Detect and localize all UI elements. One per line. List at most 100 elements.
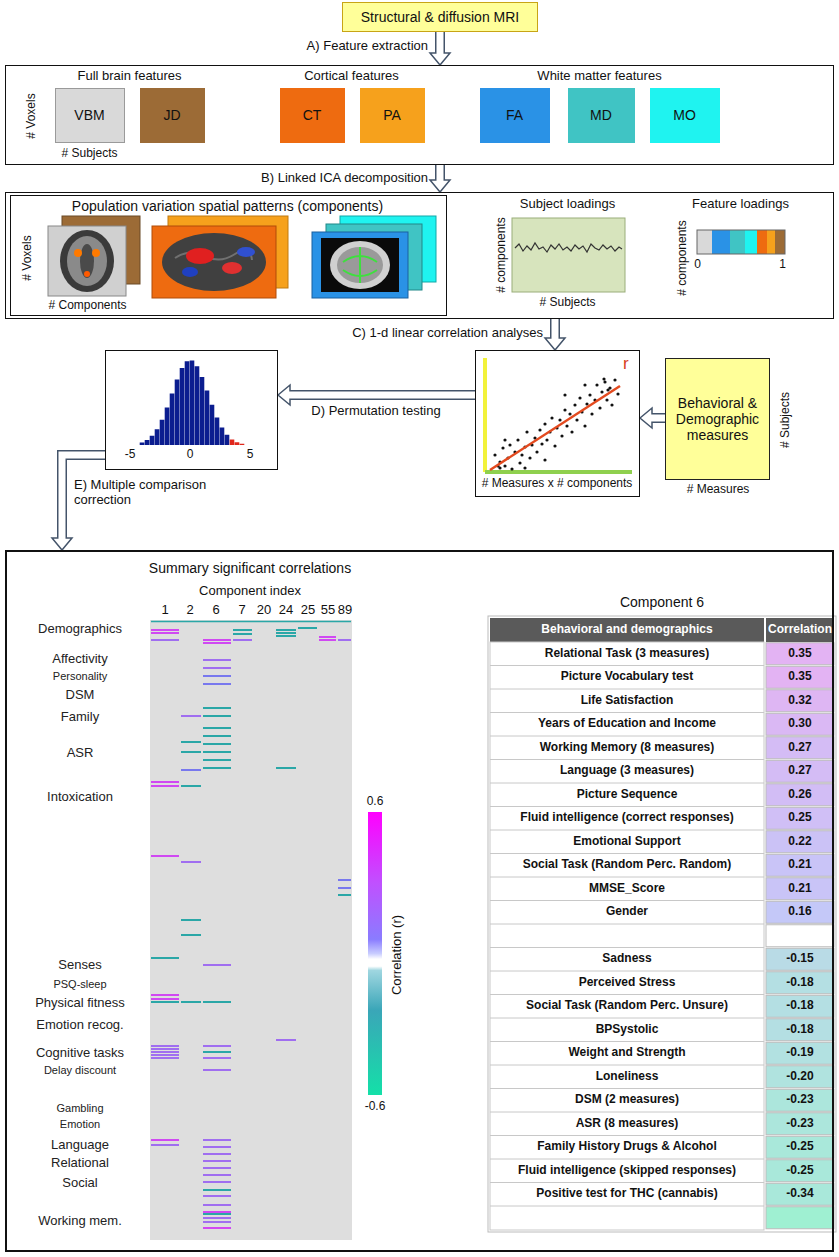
white-matter-map-stack	[330, 241, 390, 289]
correlation-table	[766, 1183, 834, 1205]
block-arrow	[430, 32, 450, 65]
cortical-map-stack	[182, 267, 198, 277]
table-value: 0.26	[788, 788, 811, 802]
correlation-table	[766, 666, 834, 688]
correlation-table	[766, 854, 834, 876]
edge-label: E) Multiple comparison correction	[74, 478, 244, 508]
table-cell: Weight and Strength	[568, 1046, 685, 1060]
feature-loading-bar	[745, 230, 757, 254]
feature-block: VBM	[55, 88, 125, 143]
edge-label: B) Linked ICA decomposition	[261, 171, 428, 186]
table-value: 0.30	[788, 717, 811, 731]
axis-label: # Subjects	[779, 392, 793, 448]
correlation-table	[766, 807, 834, 829]
axis-label: # Subjects	[539, 296, 595, 310]
correlation-table	[488, 616, 836, 1232]
measures-box: Behavioral & Demographic measures# Subje…	[665, 358, 770, 480]
correlation-table	[766, 901, 834, 923]
table-cell: DSM (2 measures)	[575, 1093, 679, 1107]
feature-block: MD	[568, 88, 635, 143]
table-cell: ASR (8 measures)	[576, 1117, 679, 1131]
block-arrow	[545, 319, 565, 350]
white-matter-map-stack	[321, 238, 399, 292]
column-index: 7	[238, 603, 245, 618]
row-label: Physical fitness	[35, 996, 125, 1011]
scatter-plot	[483, 358, 487, 472]
correlation-table	[766, 784, 834, 806]
panel-heading: Summary significant correlations	[149, 560, 351, 576]
feature-loading-bar	[757, 230, 767, 254]
row-label: Intoxication	[47, 790, 113, 805]
volume-map-stack	[80, 244, 94, 278]
table-cell: Social Task (Random Perc. Unsure)	[526, 999, 728, 1013]
scatter-plot	[490, 386, 620, 470]
feature-label: JD	[163, 107, 180, 123]
row-label: Cognitive tasks	[36, 1046, 124, 1061]
correlation-table	[766, 1066, 834, 1088]
table-cell: Years of Education and Income	[538, 717, 716, 731]
correlation-table	[766, 1089, 834, 1111]
correlation-table	[766, 643, 834, 1229]
table-value: -0.23	[786, 1093, 813, 1107]
tick-label: 1	[779, 258, 786, 272]
correlation-table	[488, 616, 836, 1232]
column-index: 20	[257, 603, 271, 618]
axis-label: # Voxels	[25, 93, 39, 138]
table-cell: Social Task (Random Perc. Random)	[523, 858, 732, 872]
axis-label: # Subjects	[61, 147, 117, 161]
correlation-table	[766, 1160, 834, 1182]
correlation-table	[766, 972, 834, 994]
column-index: 2	[186, 603, 193, 618]
table-value: -0.18	[786, 976, 813, 990]
table-cell: Emotional Support	[573, 835, 680, 849]
table-header: Behavioral and demographics	[541, 623, 712, 637]
table-cell: Gender	[606, 905, 648, 919]
feature-loading-bar	[712, 230, 730, 254]
correlation-table	[766, 831, 834, 853]
table-cell: Life Satisfaction	[581, 694, 674, 708]
column-index: 89	[338, 603, 352, 618]
table-cell: Loneliness	[596, 1070, 659, 1084]
row-label: Emotion recog.	[36, 1018, 123, 1033]
feature-label: CT	[303, 107, 322, 123]
group-heading: White matter features	[537, 69, 661, 84]
correlation-table	[490, 642, 764, 1230]
feature-panel: Full brain featuresCortical featuresWhit…	[5, 65, 834, 165]
table-value: -0.25	[786, 1140, 813, 1154]
feature-loading-bar	[775, 230, 785, 254]
row-label: Family	[61, 710, 99, 725]
feature-loading-bar	[767, 230, 775, 254]
group-heading: Cortical features	[304, 69, 399, 84]
correlation-table	[766, 948, 834, 970]
subject-loading-plot	[515, 243, 622, 252]
correlation-heatmap	[151, 640, 351, 1222]
table-value: 0.35	[788, 647, 811, 661]
table-value: -0.15	[786, 952, 813, 966]
correlation-table	[766, 737, 834, 759]
arrow-body	[288, 392, 475, 399]
tick-label: 0	[187, 448, 194, 462]
axis-title: Component index	[199, 584, 301, 599]
white-matter-map-stack	[343, 247, 377, 283]
table-cell: MMSE_Score	[589, 882, 665, 896]
table-cell: Relational Task (3 measures)	[545, 647, 710, 661]
feature-label: MO	[673, 107, 696, 123]
feature-block: FA	[480, 88, 550, 143]
white-matter-map-stack	[312, 216, 436, 298]
table-cell: Fluid intelligence (skipped responses)	[518, 1164, 736, 1178]
feature-block: JD	[140, 88, 205, 143]
row-label: Emotion	[60, 1118, 100, 1131]
white-matter-map-stack	[337, 247, 383, 283]
table-value: -0.18	[786, 1023, 813, 1037]
color-bar	[368, 812, 382, 1095]
table-value: -0.23	[786, 1117, 813, 1131]
table-value: 0.32	[788, 694, 811, 708]
column-index: 25	[301, 603, 315, 618]
table-value: -0.25	[786, 1164, 813, 1178]
table-value: 0.22	[788, 835, 811, 849]
scatter-plot	[485, 470, 632, 474]
table-cell: Positive test for THC (cannabis)	[536, 1187, 717, 1201]
table-value: 0.21	[788, 882, 811, 896]
